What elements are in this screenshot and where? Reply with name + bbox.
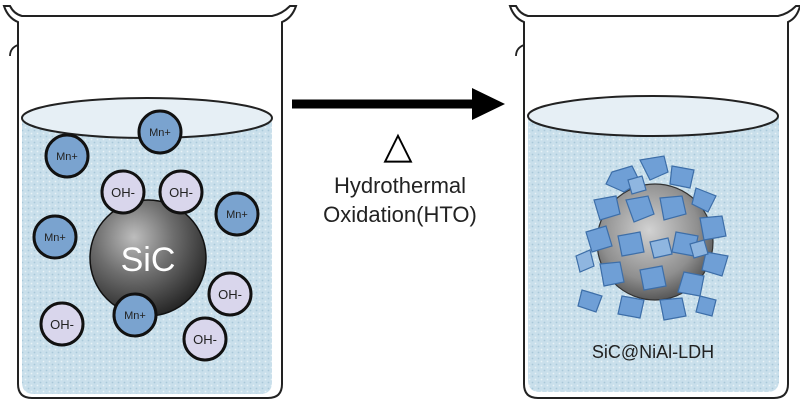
hydroxide-ion-label: OH- — [193, 332, 217, 347]
ldh-platelet — [639, 155, 669, 181]
metal-ion: Mn+ — [44, 133, 90, 179]
ldh-platelet — [701, 251, 729, 277]
metal-ion-label: Mn+ — [56, 151, 78, 163]
metal-ion: Mn+ — [214, 191, 260, 237]
right-beaker-glass — [508, 5, 800, 399]
ldh-platelet — [625, 195, 655, 223]
right-beaker-spout — [515, 22, 525, 57]
metal-ion-label: Mn+ — [124, 310, 146, 322]
hydroxide-ion: OH- — [207, 271, 253, 317]
sic-ldh-composite — [575, 155, 729, 321]
ldh-platelet — [593, 195, 621, 221]
ldh-platelet — [585, 225, 613, 253]
metal-ion: Mn+ — [32, 214, 78, 260]
metal-ion-label: Mn+ — [149, 127, 171, 139]
ldh-platelet — [577, 289, 603, 313]
left-beaker-spout — [9, 22, 19, 57]
process-arrow — [292, 88, 505, 120]
ldh-platelet — [691, 187, 717, 213]
arrow-head — [472, 88, 505, 120]
ldh-platelet — [659, 195, 687, 221]
hydroxide-ion-label: OH- — [169, 185, 193, 200]
product-label: SiC@NiAl-LDH — [592, 342, 714, 362]
ldh-platelet — [599, 261, 625, 287]
right-solution-surface — [527, 95, 779, 137]
hydroxide-ion: OH- — [158, 169, 204, 215]
ldh-platelet — [617, 231, 645, 257]
left-beaker: SiC Mn+ Mn+ Mn+ Mn+ Mn+ OH- OH- — [2, 5, 298, 399]
metal-ion: Mn+ — [112, 292, 158, 338]
metal-ion: Mn+ — [137, 109, 183, 155]
hydroxide-ion-label: OH- — [218, 287, 242, 302]
ldh-platelet — [659, 297, 687, 321]
ldh-platelet — [669, 165, 695, 189]
ldh-platelet — [695, 295, 717, 317]
hydroxide-ion: OH- — [100, 169, 146, 215]
ldh-platelet — [639, 265, 667, 291]
ldh-platelet — [699, 215, 727, 241]
process-label-line1: Hydrothermal — [334, 173, 466, 198]
left-beaker-glass — [2, 5, 298, 399]
heat-symbol: △ — [383, 125, 413, 167]
hydroxide-ion: OH- — [182, 316, 228, 362]
ldh-platelet — [627, 175, 647, 195]
metal-ion-label: Mn+ — [44, 232, 66, 244]
ldh-platelet — [575, 249, 595, 273]
ldh-platelet — [617, 295, 645, 319]
ldh-platelet — [689, 239, 709, 259]
ldh-platelet — [649, 237, 673, 259]
right-beaker: SiC@NiAl-LDH — [508, 5, 800, 399]
hydroxide-ion: OH- — [39, 301, 85, 347]
sic-core-label: SiC — [121, 241, 176, 279]
metal-ion-label: Mn+ — [226, 209, 248, 221]
hydroxide-ion-label: OH- — [111, 185, 135, 200]
hydroxide-ion-label: OH- — [50, 317, 74, 332]
process-label-line2: Oxidation(HTO) — [323, 202, 477, 227]
ldh-platelets — [575, 155, 729, 321]
